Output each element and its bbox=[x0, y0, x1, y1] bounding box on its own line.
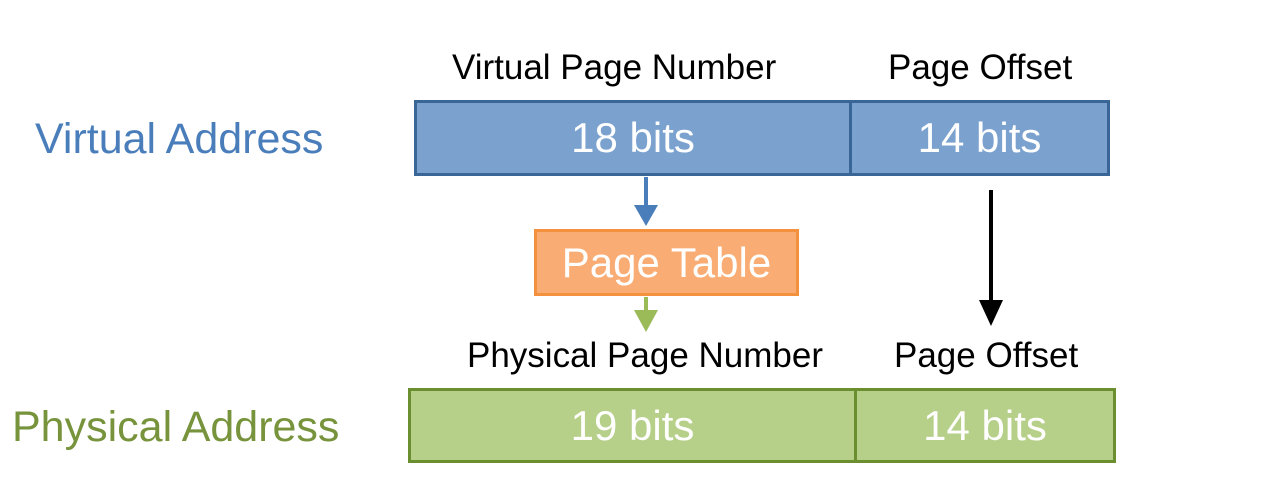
offset-copy-arrow bbox=[979, 190, 1003, 326]
virtual-page-number-field: 18 bits bbox=[417, 103, 852, 173]
vpn-to-page-table-arrow bbox=[634, 177, 658, 226]
physical-page-number-field: 19 bits bbox=[411, 391, 857, 460]
physical-page-offset-field: 14 bits bbox=[923, 401, 1047, 449]
page-table-box: Page Table bbox=[534, 229, 799, 296]
virtual-page-number-header: Virtual Page Number bbox=[452, 48, 777, 87]
virtual-address-label: Virtual Address bbox=[35, 115, 324, 163]
physical-address-label: Physical Address bbox=[12, 403, 340, 451]
physical-address-bar: 19 bits 14 bits bbox=[408, 388, 1116, 463]
physical-page-number-header: Physical Page Number bbox=[467, 336, 823, 375]
physical-page-offset-header: Page Offset bbox=[894, 336, 1079, 375]
virtual-page-offset-header: Page Offset bbox=[888, 48, 1073, 87]
virtual-page-offset-field: 14 bits bbox=[917, 114, 1042, 161]
page-table-to-ppn-arrow bbox=[634, 297, 658, 332]
virtual-address-bar: 18 bits 14 bits bbox=[414, 100, 1110, 176]
